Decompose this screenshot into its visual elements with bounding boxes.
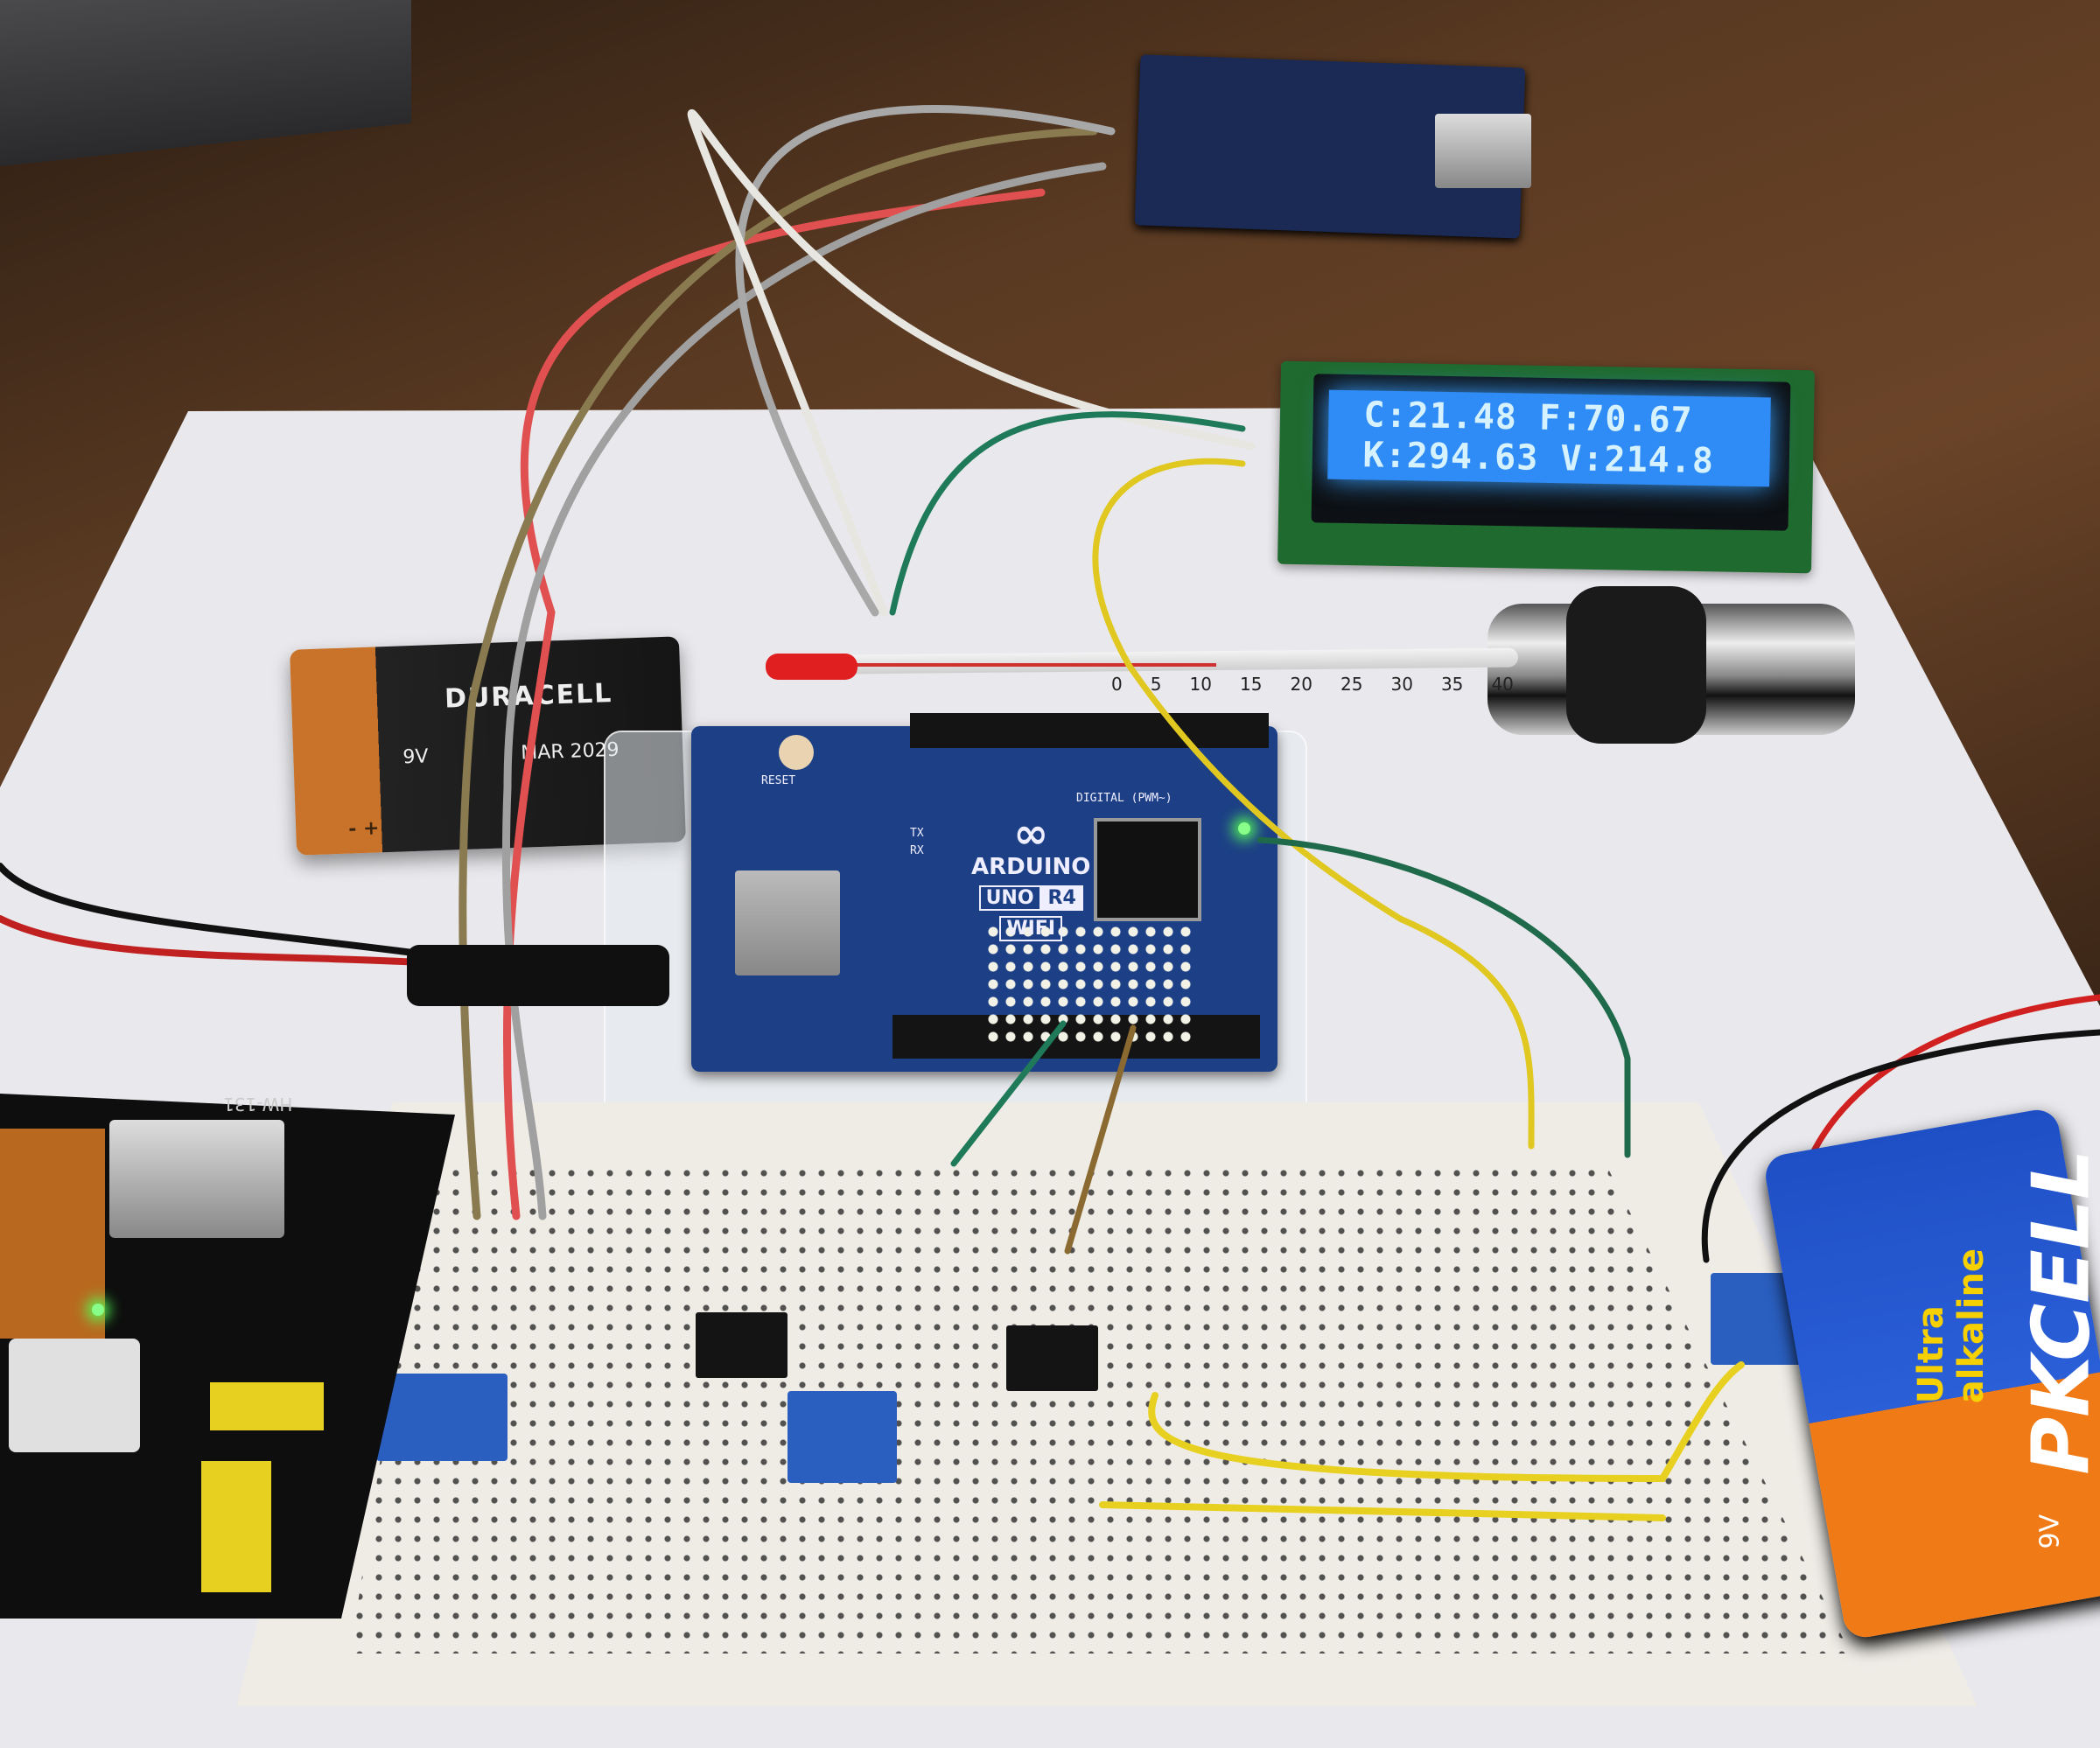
scale-tick: 25 bbox=[1340, 674, 1363, 695]
thermometer-bulb bbox=[766, 654, 858, 680]
wifi-module bbox=[735, 871, 840, 975]
reset-label: RESET bbox=[761, 774, 796, 787]
battery-voltage: 9V bbox=[2034, 1514, 2066, 1549]
battery-red-lead bbox=[0, 915, 424, 966]
power-switch[interactable] bbox=[9, 1339, 140, 1452]
rx-label: RX bbox=[910, 844, 924, 857]
arduino-uno-r4-wifi: RESET DIGITAL (PWM~) TX RX ∞ ARDUINO UNO… bbox=[691, 713, 1278, 1072]
power-jack bbox=[0, 1129, 105, 1339]
tx-label: TX bbox=[910, 827, 924, 840]
reset-button[interactable] bbox=[779, 735, 814, 770]
battery-black-lead bbox=[0, 863, 424, 957]
digital-header bbox=[910, 713, 1269, 748]
battery-brand: PKCELL bbox=[2015, 1149, 2100, 1475]
yellow-breadboard-wire-2 bbox=[1099, 1501, 1666, 1521]
digital-label: DIGITAL (PWM~) bbox=[1076, 792, 1172, 805]
arduino-brand: ARDUINO bbox=[971, 854, 1091, 880]
yellow-sda-wire bbox=[1092, 458, 1535, 1150]
trimmer-potentiometer-2[interactable] bbox=[788, 1391, 897, 1483]
voltage-jumper-2[interactable] bbox=[201, 1461, 271, 1592]
thermometer-grip bbox=[1566, 586, 1706, 744]
revision-tag: R4 bbox=[1040, 885, 1083, 911]
green-scl-wire bbox=[1256, 836, 1631, 1158]
white-jumper-wire bbox=[687, 108, 1256, 617]
barrel-jack-cable bbox=[407, 945, 669, 1006]
model-tag: UNO bbox=[978, 885, 1041, 911]
gray-jumper-wire bbox=[501, 162, 1107, 1220]
trimmer-potentiometer-1[interactable] bbox=[376, 1374, 508, 1461]
yellow-breadboard-wire bbox=[1148, 1361, 1745, 1483]
red-jumper-wire bbox=[502, 188, 1046, 1220]
usb-port bbox=[1435, 114, 1531, 188]
thermometer-scale: 0 5 10 15 20 25 30 35 40 bbox=[1111, 674, 1514, 695]
green-lcd-wire bbox=[889, 411, 1246, 616]
brown-analog-wire bbox=[1064, 1024, 1137, 1255]
ic-chip-1 bbox=[696, 1312, 788, 1378]
scale-tick: 40 bbox=[1491, 674, 1514, 695]
variant-tag: WIFI bbox=[999, 916, 1063, 941]
breadboard-power-module bbox=[0, 1094, 455, 1619]
power-led bbox=[1238, 822, 1250, 835]
voltage-jumper[interactable] bbox=[210, 1382, 324, 1430]
power-indicator-led bbox=[92, 1304, 104, 1316]
battery-subtitle: Ultra alkaline bbox=[1910, 1248, 1992, 1404]
scale-tick: 0 bbox=[1111, 674, 1123, 695]
usb-a-port bbox=[109, 1120, 284, 1238]
scale-tick: 15 bbox=[1240, 674, 1263, 695]
brown-jumper-wire bbox=[458, 127, 1098, 1220]
scale-tick: 35 bbox=[1440, 674, 1464, 695]
scale-tick: 20 bbox=[1290, 674, 1312, 695]
scale-tick: 10 bbox=[1189, 674, 1212, 695]
scale-tick: 5 bbox=[1150, 674, 1162, 695]
thermometer-mercury bbox=[849, 663, 1216, 667]
led-matrix bbox=[984, 923, 1194, 1045]
ic-chip-2 bbox=[1006, 1325, 1098, 1391]
infinity-logo-icon: ∞ bbox=[1013, 809, 1049, 858]
module-label: HW-131 bbox=[223, 1094, 293, 1115]
scale-tick: 30 bbox=[1390, 674, 1413, 695]
pkcell-black-lead bbox=[1701, 1029, 2100, 1263]
green-analog-wire bbox=[950, 1020, 1067, 1167]
microcontroller-chip bbox=[1094, 818, 1201, 921]
breadboard-holes bbox=[350, 1164, 1851, 1654]
gray-jumper-wire-2 bbox=[735, 105, 1116, 617]
